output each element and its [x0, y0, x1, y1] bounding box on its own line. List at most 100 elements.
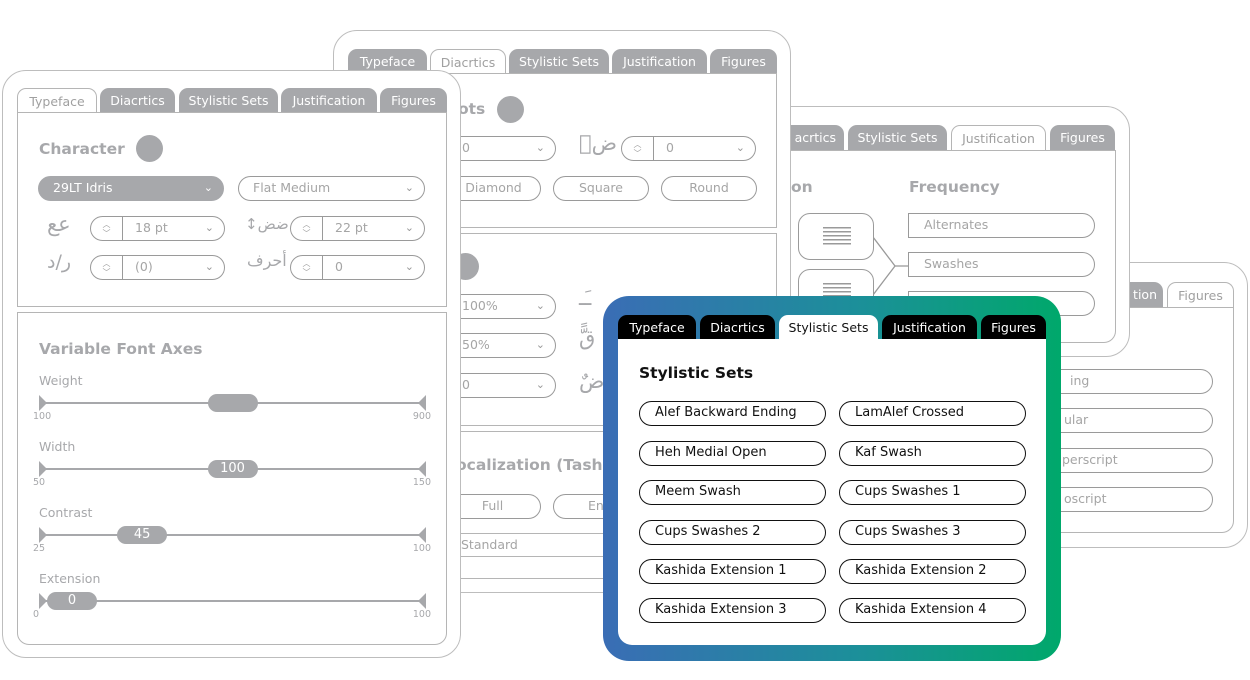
- axis-min-label: 100: [33, 411, 52, 422]
- axis-max-label: 100: [412, 543, 431, 554]
- character-toggle[interactable]: [136, 135, 163, 162]
- character-heading: Character: [39, 140, 125, 158]
- figures-option-tabular[interactable]: ular: [1041, 408, 1213, 433]
- font-family-dropdown[interactable]: 29LT Idris ⌄: [38, 176, 224, 201]
- dots-heading: ots: [458, 100, 486, 118]
- stepper-value: 0: [666, 140, 674, 155]
- shadda-glyph-icon: قًّ: [579, 326, 596, 350]
- frequency-option-alternates[interactable]: Alternates: [908, 213, 1095, 238]
- shape-round-button[interactable]: Round: [661, 176, 757, 201]
- tab-justification[interactable]: Justification: [612, 49, 707, 74]
- font-size-stepper[interactable]: ︿﹀18 pt⌄: [90, 216, 225, 241]
- font-family-value: 29LT Idris: [53, 180, 113, 195]
- axis-max-label: 100: [412, 609, 431, 620]
- figures-option-superscript[interactable]: perscript: [1041, 448, 1213, 473]
- leading-stepper[interactable]: ︿﹀22 pt⌄: [290, 216, 425, 241]
- stylistic-set-toggle[interactable]: Cups Swashes 3: [839, 520, 1026, 545]
- chevron-down-icon: ⌄: [535, 378, 545, 391]
- stylistic-sets-card: Typeface Diacrtics Stylistic Sets Justif…: [603, 296, 1061, 661]
- tab-figures[interactable]: Figures: [981, 315, 1046, 339]
- dots-toggle[interactable]: [497, 96, 524, 123]
- dropdown-value: 0: [462, 377, 470, 392]
- tab-stylistic-sets[interactable]: Stylistic Sets: [509, 49, 609, 74]
- tracking-stepper[interactable]: ︿﹀0⌄: [290, 255, 425, 280]
- slider-track[interactable]: [39, 534, 426, 536]
- font-style-value: Flat Medium: [253, 180, 331, 195]
- chevron-down-icon: ⌄: [203, 181, 213, 194]
- shape-square-button[interactable]: Square: [553, 176, 649, 201]
- shape-diamond-button[interactable]: Diamond: [446, 176, 541, 201]
- tab-stylistic-sets[interactable]: Stylistic Sets: [848, 125, 947, 150]
- chevron-down-icon: ⌄: [735, 141, 745, 154]
- tab-diacritics[interactable]: Diacrtics: [430, 49, 506, 74]
- kerning-stepper[interactable]: ︿﹀ (0) ⌄: [90, 255, 225, 280]
- dropdown-value: 50%: [462, 337, 490, 352]
- dots-stepper[interactable]: ︿﹀ 0 ⌄: [621, 136, 756, 161]
- stylistic-set-toggle[interactable]: Alef Backward Ending: [639, 401, 826, 426]
- stylistic-set-toggle[interactable]: Cups Swashes 2: [639, 520, 826, 545]
- tracking-value: 0: [335, 259, 343, 274]
- justification-heading: on: [791, 178, 813, 196]
- stylistic-set-toggle[interactable]: Meem Swash: [639, 480, 826, 505]
- slider-max-marker-icon: [418, 593, 426, 609]
- slider-track[interactable]: [39, 600, 426, 602]
- stylistic-set-toggle[interactable]: Cups Swashes 1: [839, 480, 1026, 505]
- tab-typeface[interactable]: Typeface: [618, 315, 696, 339]
- axis-label: Contrast: [39, 505, 93, 520]
- typeface-card: Typeface Diacrtics Stylistic Sets Justif…: [2, 70, 461, 658]
- chevron-down-icon: ⌄: [535, 141, 545, 154]
- chevron-down-icon: ⌄: [204, 221, 214, 234]
- tab-typeface[interactable]: Typeface: [348, 49, 427, 74]
- figures-option-lining[interactable]: ing: [1041, 369, 1213, 394]
- stepper-arrows-icon[interactable]: ︿﹀: [291, 256, 323, 279]
- stylistic-set-toggle[interactable]: LamAlef Crossed: [839, 401, 1026, 426]
- chevron-down-icon: ⌄: [204, 260, 214, 273]
- slider-max-marker-icon: [418, 461, 426, 477]
- tab-figures[interactable]: Figures: [1167, 282, 1234, 307]
- stepper-arrows-icon[interactable]: ︿﹀: [291, 217, 323, 240]
- dot-glyph-icon: ضٛ: [579, 131, 617, 155]
- paragraph-lines-icon: [823, 227, 851, 247]
- slider-thumb[interactable]: 100: [207, 460, 258, 478]
- slider-thumb[interactable]: 45: [117, 526, 168, 544]
- tab-stylistic-sets[interactable]: Stylistic Sets: [179, 88, 278, 113]
- vocalization-option-standard[interactable]: Standard: [434, 533, 734, 557]
- chevron-down-icon: ⌄: [404, 221, 414, 234]
- tab-typeface[interactable]: Typeface: [17, 88, 97, 113]
- tab-stylistic-sets[interactable]: Stylistic Sets: [779, 315, 878, 339]
- tab-diacritics[interactable]: Diacrtics: [700, 315, 775, 339]
- variable-axes-panel: [17, 312, 447, 645]
- frequency-option-swashes[interactable]: Swashes: [908, 252, 1095, 277]
- leading-icon: ↕ضض: [245, 215, 289, 233]
- stylistic-set-toggle[interactable]: Kashida Extension 4: [839, 598, 1026, 623]
- stepper-arrows-icon[interactable]: ︿﹀: [91, 217, 123, 240]
- tab-figures[interactable]: Figures: [1050, 125, 1115, 150]
- stylistic-set-toggle[interactable]: Heh Medial Open: [639, 441, 826, 466]
- stylistic-set-toggle[interactable]: Kashida Extension 1: [639, 559, 826, 584]
- tab-justification[interactable]: Justification: [882, 315, 977, 339]
- axis-label: Weight: [39, 373, 83, 388]
- tab-justification[interactable]: Justification: [951, 125, 1046, 150]
- tab-diacritics[interactable]: Diacrtics: [100, 88, 175, 113]
- stylistic-set-toggle[interactable]: Kashida Extension 2: [839, 559, 1026, 584]
- figures-option-subscript[interactable]: oscript: [1041, 487, 1213, 512]
- stylistic-set-toggle[interactable]: Kashida Extension 3: [639, 598, 826, 623]
- slider-thumb[interactable]: [207, 394, 258, 412]
- stepper-arrows-icon[interactable]: ︿﹀: [622, 137, 654, 160]
- tab-figures[interactable]: Figures: [710, 49, 777, 74]
- tab-justification[interactable]: Justification: [281, 88, 377, 113]
- justify-mode-button[interactable]: [798, 213, 874, 260]
- font-size-icon: عع: [47, 212, 71, 236]
- frequency-heading: Frequency: [909, 178, 1000, 196]
- character-panel: [17, 112, 447, 307]
- damma-glyph-icon: ضٌ: [579, 369, 605, 393]
- kerning-value: (0): [135, 259, 153, 274]
- vocalization-heading: ocalization (Tash: [456, 456, 603, 474]
- stylistic-set-toggle[interactable]: Kaf Swash: [839, 441, 1026, 466]
- slider-thumb[interactable]: 0: [47, 592, 97, 610]
- tab-figures[interactable]: Figures: [380, 88, 447, 113]
- font-style-dropdown[interactable]: Flat Medium⌄: [238, 176, 425, 201]
- slider-max-marker-icon: [418, 395, 426, 411]
- stepper-arrows-icon[interactable]: ︿﹀: [91, 256, 123, 279]
- slider-min-marker-icon: [39, 395, 47, 411]
